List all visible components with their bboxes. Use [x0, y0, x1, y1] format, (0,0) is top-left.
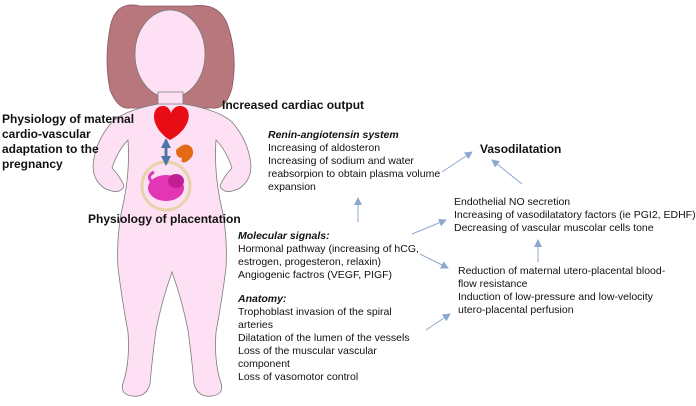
molecular-line: Angiogenic factros (VEGF, PIGF) — [238, 269, 393, 281]
anatomy-line: Dilatation of the lumen of the vessels — [238, 332, 410, 344]
anatomy-line: Loss of the muscular vascular — [238, 345, 377, 357]
arrow-molecular-to-reduction — [419, 253, 449, 269]
reduction-line: flow resistance — [458, 278, 528, 290]
arrow-renin-to-vasodilatation — [441, 151, 473, 173]
fetus-icon — [147, 170, 184, 201]
reduction-line: Reduction of maternal utero-placental bl… — [458, 265, 666, 277]
arrow-anatomy-to-reduction — [425, 313, 451, 331]
anatomy-block: Anatomy: Trophoblast invasion of the spi… — [238, 293, 410, 384]
kidney-icon — [176, 144, 194, 163]
endothelial-line: Decreasing of vascular muscolar cells to… — [454, 222, 654, 234]
body — [92, 103, 252, 397]
reduction-line: utero-placental perfusion — [458, 304, 574, 316]
endothelial-block: Endothelial NO secretion Increasing of v… — [454, 196, 696, 235]
anatomy-line: component — [238, 358, 290, 370]
anatomy-line: Trophoblast invasion of the spiral — [238, 306, 392, 318]
reduction-line: Induction of low-pressure and low-veloci… — [458, 291, 653, 303]
heart-icon — [153, 106, 189, 140]
anatomy-line: arteries — [238, 319, 274, 331]
renin-line: Increasing of aldosteron — [268, 142, 381, 154]
cardiac-output-label: Increased cardiac output — [222, 98, 365, 112]
molecular-line: Hormonal pathway (increasing of hCG, — [238, 243, 419, 255]
woman-figure — [92, 4, 252, 397]
renin-line: Increasing of sodium and water — [268, 155, 414, 167]
vasodilatation-label: Vasodilatation — [480, 142, 562, 156]
molecular-line: estrogen, progesteron, relaxin) — [238, 256, 381, 268]
molecular-heading: Molecular signals: — [238, 230, 330, 242]
physiology-maternal-label: Physiology of maternal cardio-vascular a… — [2, 112, 135, 171]
renin-line: expansion — [268, 181, 316, 193]
renin-heading: Renin-angiotensin system — [268, 129, 399, 141]
molecular-block: Molecular signals: Hormonal pathway (inc… — [238, 230, 419, 282]
arrow-endothelial-to-vasodilatation — [491, 159, 523, 185]
endothelial-line: Increasing of vasodilatatory factors (ie… — [454, 209, 696, 221]
arrow-molecular-to-endothelial — [411, 218, 447, 235]
reduction-block: Reduction of maternal utero-placental bl… — [458, 265, 665, 317]
renin-line: reabsorpion to obtain plasma volume — [268, 168, 441, 180]
anatomy-line: Loss of vasomotor control — [238, 371, 359, 383]
anatomy-heading: Anatomy: — [238, 293, 287, 305]
renin-block: Renin-angiotensin system Increasing of a… — [268, 129, 440, 194]
head — [134, 9, 206, 99]
placentation-label: Physiology of placentation — [88, 212, 241, 226]
endothelial-line: Endothelial NO secretion — [454, 196, 571, 208]
